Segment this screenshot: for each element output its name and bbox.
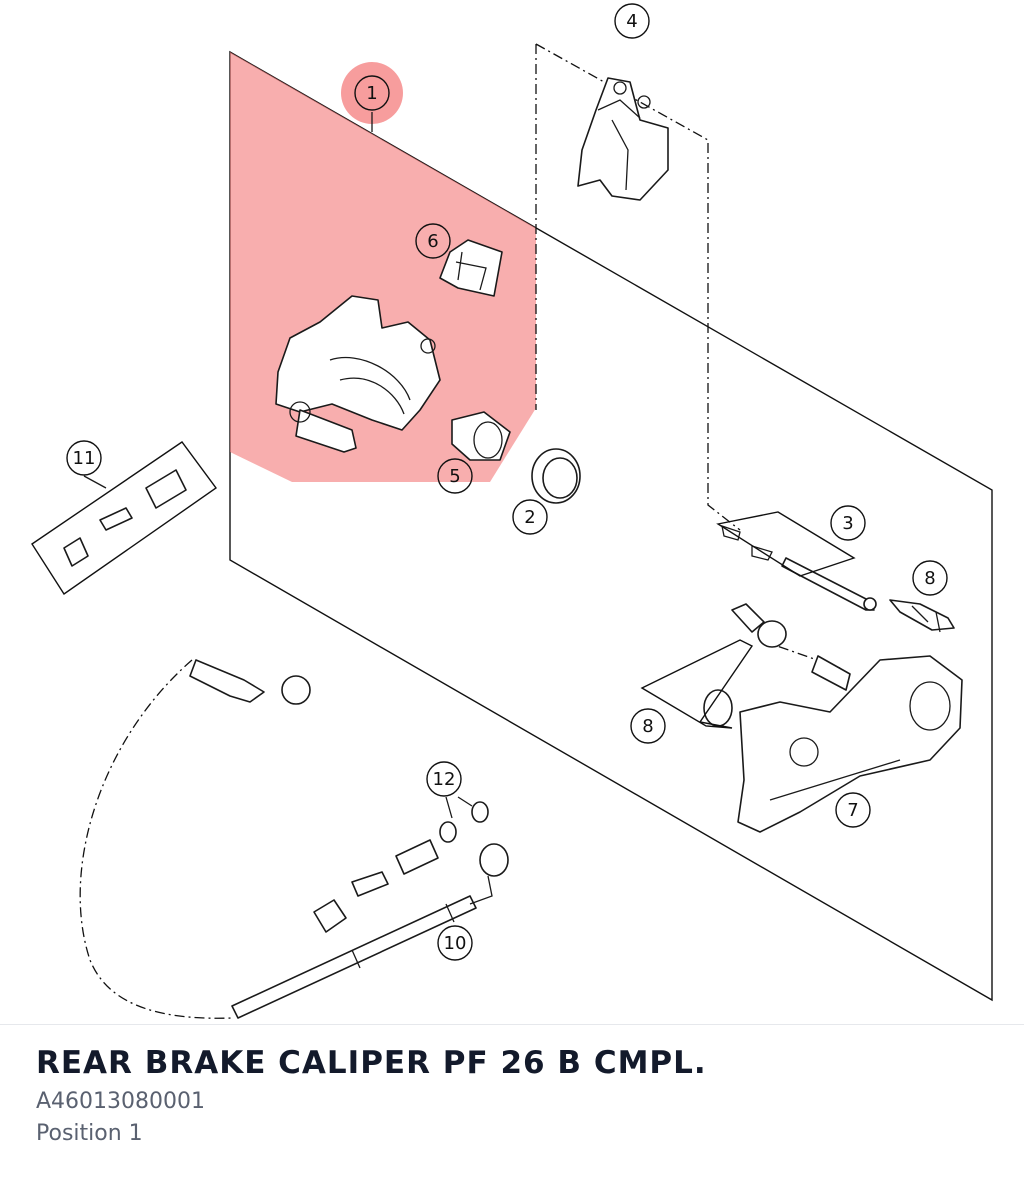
bleeder-kit-part[interactable] [31,441,217,595]
brake-pads-part[interactable] [577,77,669,201]
callout-6[interactable]: 6 [415,223,451,259]
seal-rings-part[interactable] [531,448,581,504]
callout-11[interactable]: 11 [66,440,102,476]
svg-text:7: 7 [847,800,858,821]
svg-text:8: 8 [924,568,935,589]
svg-text:2: 2 [524,507,535,528]
part-number: A46013080001 [36,1089,206,1114]
svg-text:8: 8 [642,716,653,737]
callout-10[interactable]: 10 [437,925,473,961]
svg-text:5: 5 [449,466,460,487]
exploded-parts-diagram: 1 2 3 4 5 6 7 8 [31,3,993,1019]
callout-2[interactable]: 2 [512,499,548,535]
svg-text:12: 12 [433,769,456,790]
callout-5[interactable]: 5 [437,458,473,494]
svg-text:10: 10 [444,933,467,954]
caliper-housing-part[interactable] [275,295,441,453]
piston-part[interactable] [451,411,511,461]
brake-hose-part[interactable] [189,659,509,1019]
svg-text:1: 1 [366,83,377,104]
leader-lines [83,112,473,819]
caption-divider [0,1024,1024,1025]
svg-text:11: 11 [73,448,96,469]
callout-3[interactable]: 3 [830,505,866,541]
svg-text:3: 3 [842,513,853,534]
part-title: REAR BRAKE CALIPER PF 26 B CMPL. [36,1045,707,1081]
caliper-bracket-part[interactable] [737,655,963,833]
washers-part[interactable] [439,801,489,843]
callout-8-top[interactable]: 8 [912,560,948,596]
retaining-clip-part[interactable] [889,599,955,633]
svg-text:4: 4 [626,11,637,32]
hose-dashed-line [79,659,233,1019]
sleeve-bushings-part[interactable] [640,603,787,729]
position-1-highlight-glow [341,62,403,124]
part-caption: REAR BRAKE CALIPER PF 26 B CMPL. A460130… [36,1040,996,1150]
part-position: Position 1 [36,1121,143,1146]
callout-4[interactable]: 4 [614,3,650,39]
callout-8-lower[interactable]: 8 [630,708,666,744]
callout-12[interactable]: 12 [426,761,462,797]
callout-7[interactable]: 7 [835,792,871,828]
callout-group: 1 2 3 4 5 6 7 8 [66,3,948,961]
pin-and-clips-part[interactable] [716,511,877,611]
pad-spring-part[interactable] [439,239,503,297]
svg-text:6: 6 [427,231,438,252]
callout-1[interactable]: 1 [354,75,390,111]
pad-dashed-outline [535,43,741,531]
